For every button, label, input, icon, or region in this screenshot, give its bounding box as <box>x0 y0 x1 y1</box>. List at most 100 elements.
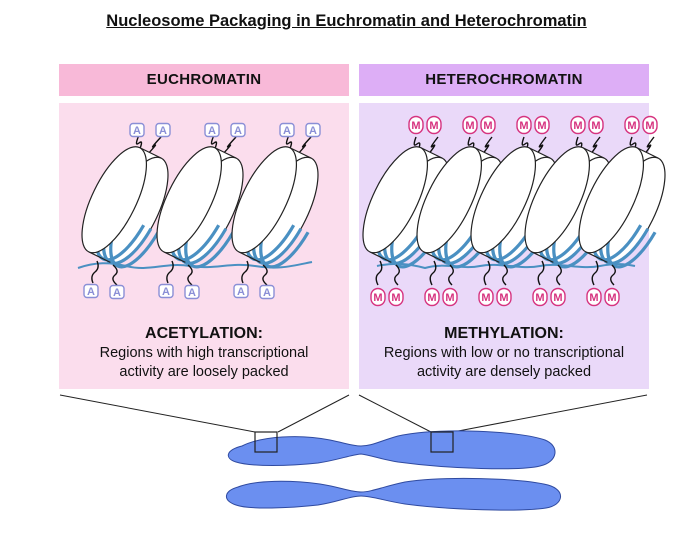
methyl-tag: M <box>478 287 494 307</box>
acetyl-tag: A <box>305 122 321 138</box>
zoom-box-euchromatin <box>254 431 278 453</box>
methyl-tail <box>575 136 583 152</box>
euchromatin-caption: ACETYLATION: Regions with high transcrip… <box>59 324 349 382</box>
nucleosome-edge <box>420 147 443 159</box>
methyl-tag: M <box>426 115 442 135</box>
tag-box <box>424 287 440 307</box>
heterochromatin-caption: METHYLATION: Regions with low or no tran… <box>359 324 649 382</box>
nucleosome <box>578 146 674 269</box>
methyl-tag: M <box>516 115 532 135</box>
tag-letter: M <box>591 120 600 132</box>
methyl-tag: M <box>388 287 404 307</box>
dna-wrap <box>382 155 451 265</box>
nucleosome-front-face <box>578 146 645 254</box>
heterochromatin-header: HETEROCHROMATIN <box>359 64 649 96</box>
nucleosome-edge <box>238 251 261 263</box>
tag-box <box>129 122 145 138</box>
methyl-tail <box>502 264 508 286</box>
tag-letter: M <box>411 120 420 132</box>
acetyl-tag: A <box>279 122 295 138</box>
methyl-tag: M <box>624 115 640 135</box>
tag-letter: M <box>465 120 474 132</box>
acetyl-tail <box>285 134 293 152</box>
acetyl-tail <box>135 134 143 152</box>
tag-letter: A <box>87 286 95 298</box>
tag-box <box>184 284 200 300</box>
zoom-line-euchromatin <box>59 394 350 433</box>
methyl-tag: M <box>588 115 604 135</box>
methyl-tag: M <box>370 287 386 307</box>
acetyl-tag: A <box>155 122 171 138</box>
acetyl-tag: A <box>184 284 200 300</box>
tag-letter: A <box>133 125 141 137</box>
dna-wrap <box>552 159 620 269</box>
methyl-tail <box>521 136 529 152</box>
heterochromatin-caption-line2: activity are densely packed <box>416 364 592 380</box>
methyl-tail <box>589 136 601 156</box>
tag-letter: A <box>162 286 170 298</box>
nucleosome-edge <box>139 147 162 159</box>
nucleosome-edge <box>528 147 551 159</box>
acetyl-tail <box>166 260 174 284</box>
tag-box <box>534 115 550 135</box>
acetyl-tail <box>262 264 268 286</box>
tag-letter: M <box>589 292 598 304</box>
dna-wrap <box>109 159 177 269</box>
methyl-tag: M <box>534 115 550 135</box>
methyl-tail <box>427 136 439 156</box>
acetyl-tail <box>241 260 249 284</box>
tag-box <box>642 115 658 135</box>
acetyl-tag: A <box>233 283 249 299</box>
dna-wrap <box>498 159 566 269</box>
methyl-tail <box>413 136 421 152</box>
tag-box <box>570 115 586 135</box>
nucleosome <box>156 146 252 269</box>
tag-box <box>478 287 494 307</box>
tag-box <box>259 284 275 300</box>
methyl-tag: M <box>496 287 512 307</box>
methyl-tag: M <box>532 287 548 307</box>
methyl-tail <box>375 260 383 286</box>
acetyl-tag: A <box>109 284 125 300</box>
tag-letter: A <box>208 125 216 137</box>
methyl-tag: M <box>424 287 440 307</box>
tag-letter: M <box>645 120 654 132</box>
methyl-tag: M <box>586 287 602 307</box>
tag-letter: M <box>607 292 616 304</box>
nucleosome <box>81 146 177 269</box>
tag-box <box>279 122 295 138</box>
acetyl-tag: A <box>83 283 99 299</box>
euchromatin-caption-line1: Regions with high transcriptional <box>99 345 309 361</box>
methyl-tail <box>448 264 454 286</box>
tag-letter: A <box>113 287 121 299</box>
tag-box <box>480 115 496 135</box>
nucleosome-edge <box>289 147 312 159</box>
zoom-box-heterochromatin <box>430 431 454 453</box>
methyl-tail <box>429 260 437 286</box>
tag-box <box>204 122 220 138</box>
acetyl-tail <box>91 260 99 284</box>
dna-wrap <box>606 159 674 269</box>
dna-wrap <box>444 159 512 269</box>
methyl-tail <box>629 136 637 152</box>
methyl-tail <box>556 264 562 286</box>
tag-letter: A <box>283 125 291 137</box>
methyl-tail <box>537 260 545 286</box>
tag-letter: M <box>535 292 544 304</box>
acetyl-tag: A <box>204 122 220 138</box>
methyl-tag: M <box>480 115 496 135</box>
acetyl-tag: A <box>158 283 174 299</box>
tag-box <box>516 115 532 135</box>
zoom-line-heterochromatin <box>358 394 648 433</box>
nucleosome-edge <box>214 147 237 159</box>
nucleosome-front-face <box>470 146 537 254</box>
tag-box <box>388 287 404 307</box>
tag-box <box>442 287 458 307</box>
nucleosome-front-face <box>524 146 591 254</box>
methyl-tag: M <box>570 115 586 135</box>
nucleosome-edge <box>582 147 605 159</box>
tag-box <box>408 115 424 135</box>
euchromatin-caption-line2: activity are loosely packed <box>119 364 289 380</box>
tag-box <box>624 115 640 135</box>
